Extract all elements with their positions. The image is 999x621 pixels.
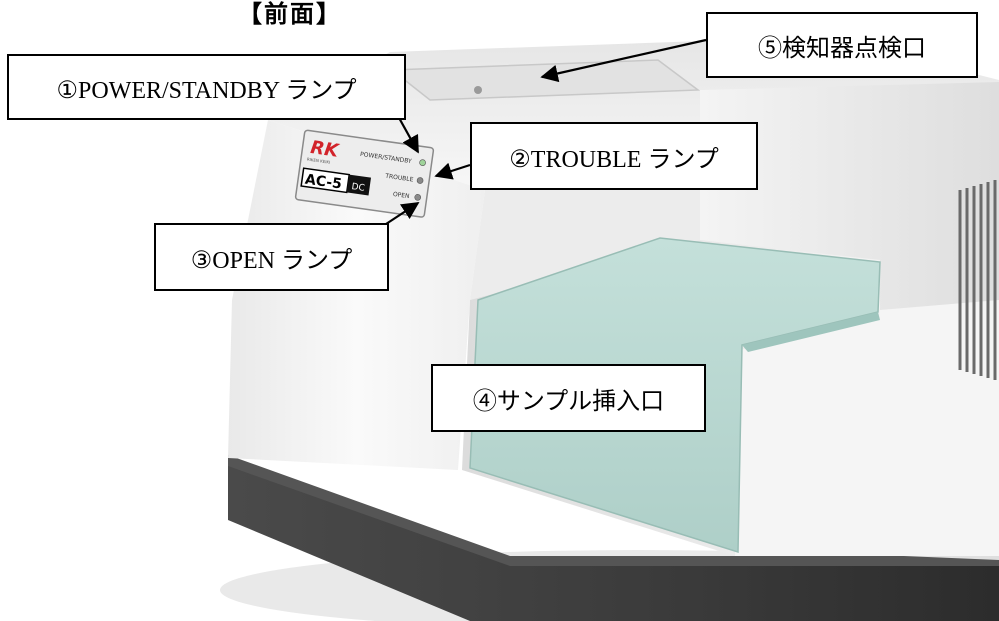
sample-tray-edge	[742, 312, 880, 352]
base-front-edge	[228, 455, 999, 566]
model-badge	[300, 167, 351, 194]
model-suffix: DC	[351, 182, 365, 194]
arrow-detector-port	[540, 38, 707, 83]
arrow-open	[382, 202, 420, 227]
panel-label-trouble: TROUBLE	[384, 173, 414, 184]
model-suffix-badge	[346, 174, 372, 196]
callout-open-lamp: ③OPEN ランプ	[154, 223, 389, 291]
page-title: 【前面】	[238, 0, 342, 28]
callout-sample-inlet: ④サンプル挿入口	[431, 364, 706, 432]
lid-screw	[474, 86, 482, 94]
arrow-power-standby	[397, 115, 419, 154]
callout-power-standby-lamp: ①POWER/STANDBY ランプ	[7, 54, 406, 120]
device-base	[228, 458, 999, 621]
panel-plate	[294, 129, 435, 218]
open-led-icon	[414, 194, 422, 201]
brand-logo: RK	[309, 137, 341, 162]
side-vents	[958, 180, 997, 380]
panel-label-open: OPEN	[392, 191, 409, 200]
power-led-icon	[419, 159, 426, 166]
arrow-trouble	[434, 162, 471, 180]
right-tower-front	[735, 300, 999, 556]
model-main: AC-5	[304, 172, 343, 193]
callout-trouble-lamp: ②TROUBLE ランプ	[470, 122, 758, 190]
leader-arrows	[382, 38, 707, 227]
trouble-led-icon	[416, 177, 424, 184]
control-panel: RK RIKEN KEIKI AC-5 DC POWER/STANDBY TRO…	[294, 129, 435, 218]
brand-name: RIKEN KEIKI	[307, 157, 331, 165]
callout-detector-inspection-port: ⑤検知器点検口	[706, 12, 978, 78]
